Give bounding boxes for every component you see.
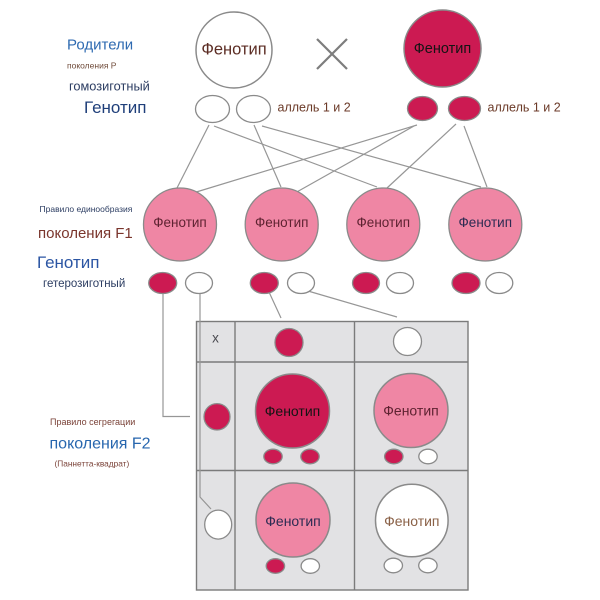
svg-text:поколения F2: поколения F2 [50, 436, 151, 453]
svg-text:аллель 1 и 2: аллель 1 и 2 [278, 101, 351, 115]
svg-text:Фенотип: Фенотип [265, 513, 320, 529]
svg-text:Фенотип: Фенотип [414, 41, 471, 57]
svg-text:Фенотип: Фенотип [265, 403, 320, 419]
svg-text:гомозиготный: гомозиготный [69, 79, 150, 94]
svg-text:гетерозиготный: гетерозиготный [43, 278, 125, 290]
svg-text:(Паннетта-квадрат): (Паннетта-квадрат) [55, 458, 130, 468]
svg-text:Генотип: Генотип [37, 253, 99, 272]
svg-text:Фенотип: Фенотип [201, 41, 266, 59]
svg-text:Фенотип: Фенотип [383, 403, 438, 419]
svg-text:Правило единообразия: Правило единообразия [40, 204, 133, 214]
svg-text:Фенотип: Фенотип [255, 215, 308, 230]
svg-text:аллель 1 и 2: аллель 1 и 2 [488, 101, 561, 115]
svg-text:поколения F1: поколения F1 [38, 225, 133, 242]
svg-text:Родители: Родители [67, 37, 133, 54]
svg-text:Генотип: Генотип [84, 98, 146, 117]
svg-text:x: x [212, 331, 219, 346]
svg-text:поколения P: поколения P [67, 61, 117, 71]
svg-text:Фенотип: Фенотип [153, 215, 206, 230]
svg-text:Правило сегрегации: Правило сегрегации [50, 417, 135, 427]
svg-text:Фенотип: Фенотип [357, 215, 410, 230]
svg-text:Фенотип: Фенотип [459, 215, 512, 230]
svg-text:Фенотип: Фенотип [384, 513, 439, 529]
